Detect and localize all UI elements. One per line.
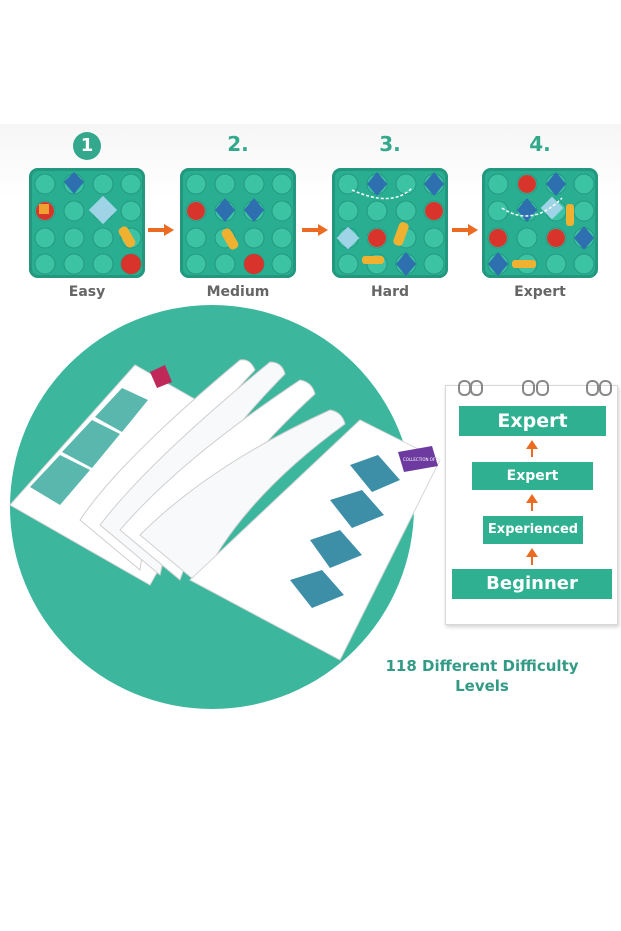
board-illustration <box>34 172 142 275</box>
step-4: 4. Expert <box>480 128 600 308</box>
board-illustration <box>336 172 445 276</box>
binder-ring-icon <box>599 380 612 396</box>
caption-line-1: 118 Different Difficulty <box>385 657 579 675</box>
binder-ring-icon <box>522 380 535 396</box>
level-expert-top: Expert <box>459 406 606 436</box>
book-tag-left <box>150 365 172 388</box>
level-label: Expert <box>514 284 566 300</box>
binder-ring-icon <box>586 380 599 396</box>
arrow-up-stem <box>531 500 533 511</box>
step-3: 3. Hard <box>330 128 450 308</box>
level-expert: Expert <box>472 462 593 490</box>
caption-line-2: Levels <box>455 677 509 695</box>
arrow-up-icon <box>526 548 538 557</box>
binder-ring-icon <box>470 380 483 396</box>
step-number: 2. <box>227 132 249 156</box>
step-number: 3. <box>379 132 401 156</box>
arrow-right-icon <box>148 224 174 236</box>
arrow-up-icon <box>526 494 538 503</box>
level-label: Medium <box>206 284 270 300</box>
board-illustration <box>185 173 293 275</box>
puzzle-board <box>482 168 598 278</box>
arrow-up-stem <box>531 554 533 565</box>
level-beginner: Beginner <box>452 569 612 599</box>
difficulty-caption: 118 Different Difficulty Levels <box>372 656 592 696</box>
step-number: 1 <box>27 132 147 160</box>
arrow-right-icon <box>452 224 478 236</box>
arrow-up-icon <box>526 440 538 449</box>
binder-ring-icon <box>536 380 549 396</box>
arrow-right-icon <box>302 224 328 236</box>
board-illustration <box>487 172 595 276</box>
level-label: Easy <box>68 284 106 300</box>
level-experienced: Experienced <box>483 516 583 544</box>
puzzle-board <box>180 168 296 278</box>
book-tag-right: COLLECTION OF SOLUTIONS <box>403 457 460 462</box>
arrow-up-stem <box>531 446 533 457</box>
puzzle-board <box>29 168 145 278</box>
step-2: 2. Medium <box>178 128 298 308</box>
difficulty-levels-panel: Expert Expert Experienced Beginner <box>445 380 618 625</box>
puzzle-board <box>332 168 448 278</box>
level-label: Hard <box>370 284 410 300</box>
step-number: 4. <box>529 132 551 156</box>
step-1: 1 Easy <box>27 128 147 308</box>
